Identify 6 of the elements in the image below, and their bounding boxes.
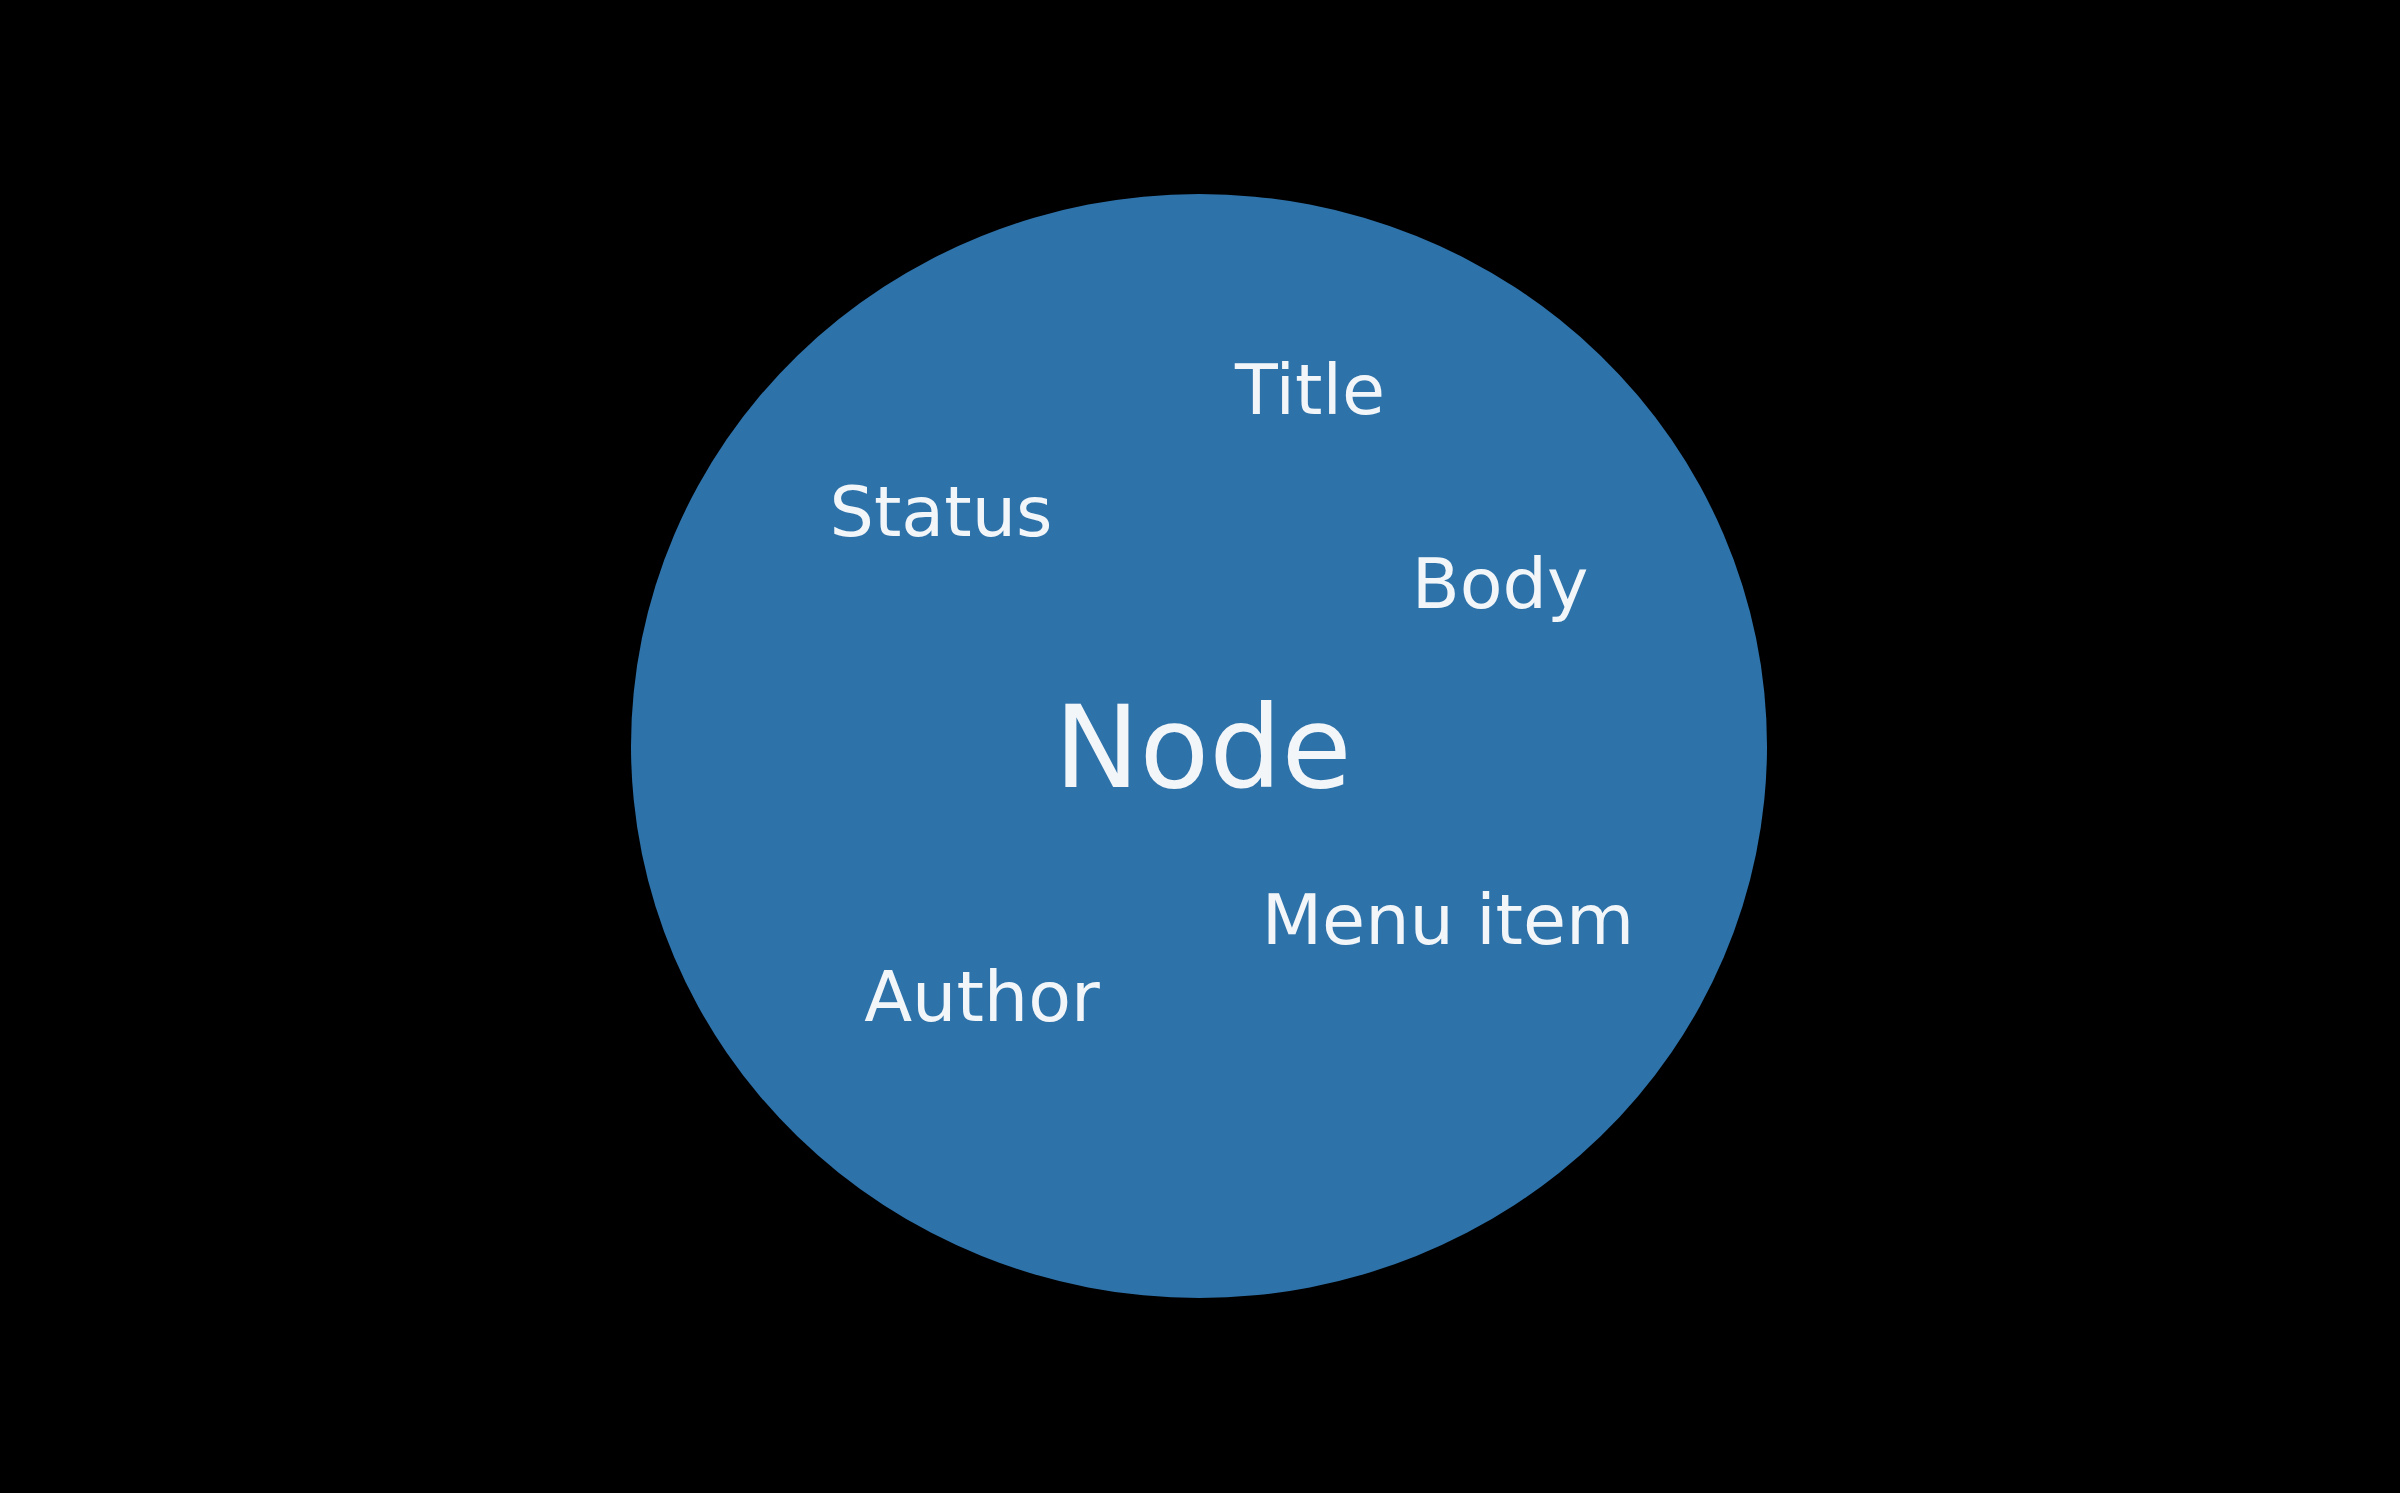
attribute-label: Menu item <box>1261 877 1635 962</box>
attribute-label: Status <box>829 469 1053 554</box>
attribute-label: Author <box>864 954 1100 1039</box>
attribute-label: Title <box>1235 347 1385 432</box>
attribute-label: Body <box>1411 541 1589 626</box>
node-heading: Node <box>1054 680 1352 817</box>
